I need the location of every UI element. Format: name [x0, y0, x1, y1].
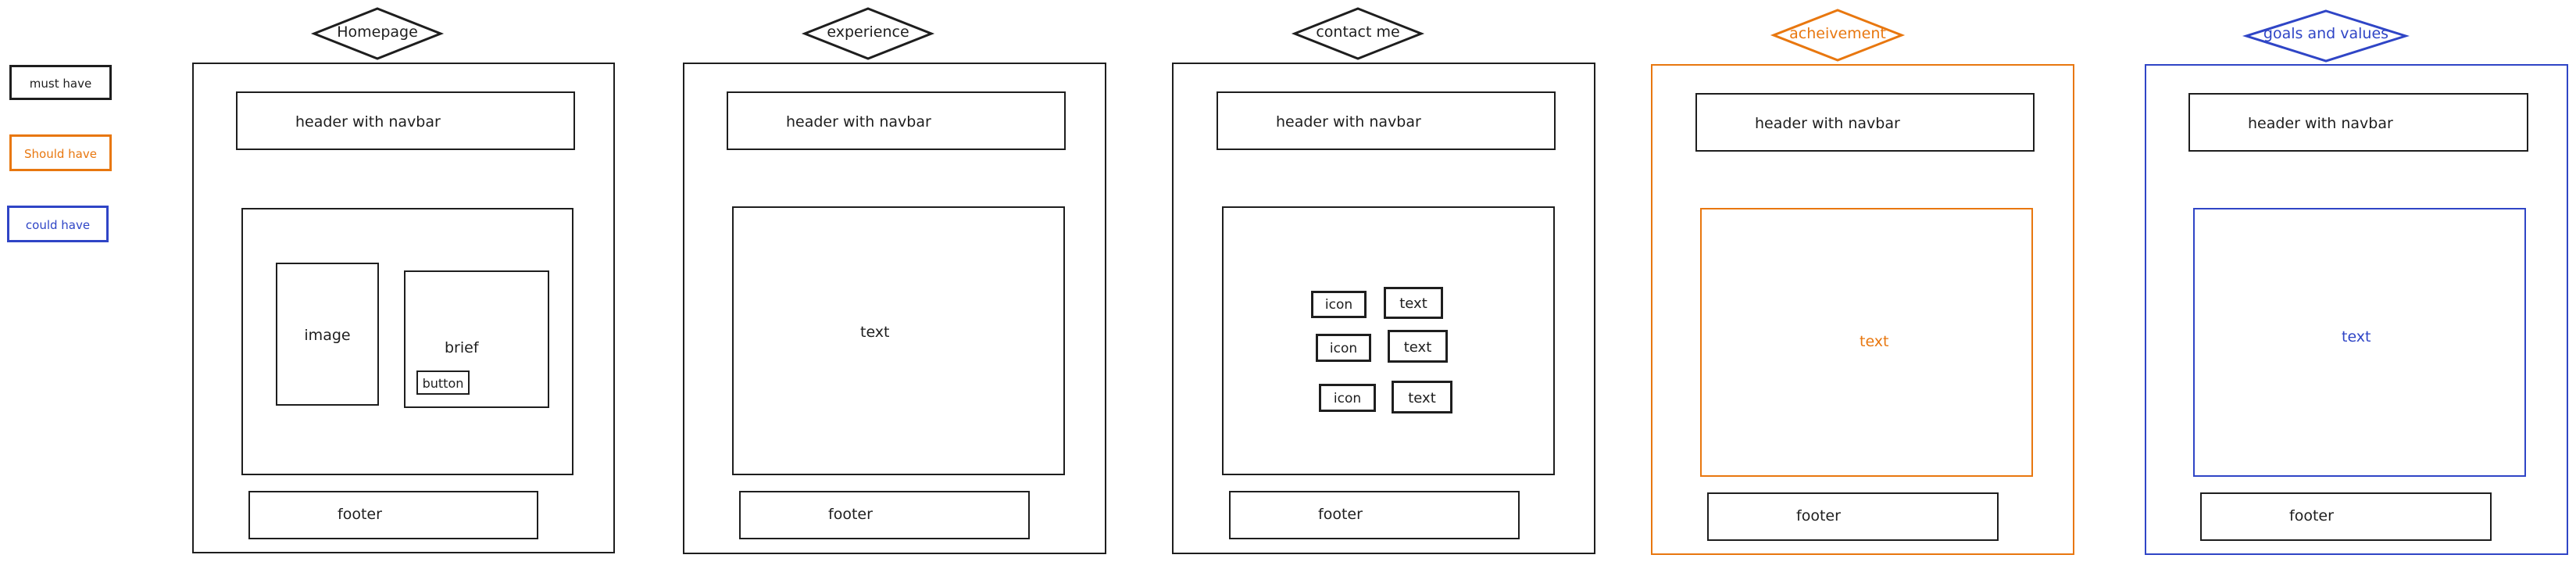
page-frame-goals-and-values — [2145, 64, 2568, 555]
cta-button[interactable]: button — [416, 370, 470, 395]
header-label: header with navbar — [295, 113, 441, 131]
contact-text: text — [1388, 330, 1448, 363]
page-title: contact me — [1316, 23, 1400, 41]
page-title-diamond — [1291, 7, 1425, 60]
page-title: goals and values — [2263, 25, 2389, 42]
header-navbar: header with navbar — [1217, 91, 1556, 150]
header-label: header with navbar — [2248, 115, 2393, 132]
header-label: header with navbar — [1276, 113, 1421, 131]
page-frame-acheivement — [1651, 64, 2074, 555]
footer: footer — [1707, 492, 1999, 541]
text-label: text — [1399, 295, 1427, 312]
contact-icon: icon — [1311, 291, 1367, 318]
content-area: text — [732, 206, 1065, 475]
header-label: header with navbar — [786, 113, 931, 131]
legend-label: could have — [25, 218, 91, 232]
icon-label: icon — [1333, 391, 1362, 406]
text-label: text — [860, 324, 890, 341]
page-title-diamond — [801, 7, 935, 60]
button-label: button — [422, 376, 464, 391]
page-title: experience — [827, 23, 909, 41]
header-navbar: header with navbar — [1695, 93, 2035, 152]
text-label: text — [1408, 390, 1436, 406]
text-label: text — [1403, 339, 1432, 356]
page-frame-experience — [683, 63, 1106, 554]
contact-icon: icon — [1319, 384, 1376, 412]
icon-label: icon — [1324, 297, 1353, 313]
footer-label: footer — [338, 506, 382, 523]
footer-label: footer — [2289, 507, 2334, 524]
legend-should-have: Should have — [9, 134, 112, 171]
content-area: text — [2193, 208, 2526, 477]
brief-label: brief — [445, 339, 479, 356]
footer: footer — [739, 491, 1030, 539]
page-title-diamond — [2242, 9, 2410, 63]
content-area — [1222, 206, 1555, 475]
page-title-diamond — [310, 7, 445, 60]
footer: footer — [248, 491, 538, 539]
header-navbar: header with navbar — [727, 91, 1066, 150]
contact-text: text — [1384, 287, 1443, 319]
footer-label: footer — [1796, 507, 1841, 524]
brief-card: brief — [404, 270, 549, 408]
header-label: header with navbar — [1755, 115, 1900, 132]
icon-label: icon — [1329, 341, 1358, 356]
legend-label: must have — [29, 77, 92, 91]
footer-label: footer — [828, 506, 873, 523]
content-area — [241, 208, 573, 475]
footer: footer — [2200, 492, 2492, 541]
content-area: text — [1700, 208, 2033, 477]
contact-icon: icon — [1316, 334, 1371, 362]
legend-label: Should have — [24, 147, 97, 161]
text-label: text — [2342, 328, 2371, 345]
page-title: acheivement — [1789, 25, 1886, 42]
footer-label: footer — [1318, 506, 1363, 523]
header-navbar: header with navbar — [236, 91, 575, 150]
image-placeholder: image — [276, 263, 379, 406]
contact-text: text — [1392, 381, 1452, 413]
image-label: image — [304, 327, 351, 344]
page-title: Homepage — [337, 23, 418, 41]
header-navbar: header with navbar — [2188, 93, 2528, 152]
page-title-diamond — [1770, 9, 1906, 62]
page-frame-homepage — [192, 63, 615, 553]
page-frame-contact-me — [1172, 63, 1595, 554]
text-label: text — [1860, 333, 1889, 350]
legend-could-have: could have — [7, 206, 109, 242]
footer: footer — [1229, 491, 1520, 539]
legend-must-have: must have — [9, 65, 112, 100]
